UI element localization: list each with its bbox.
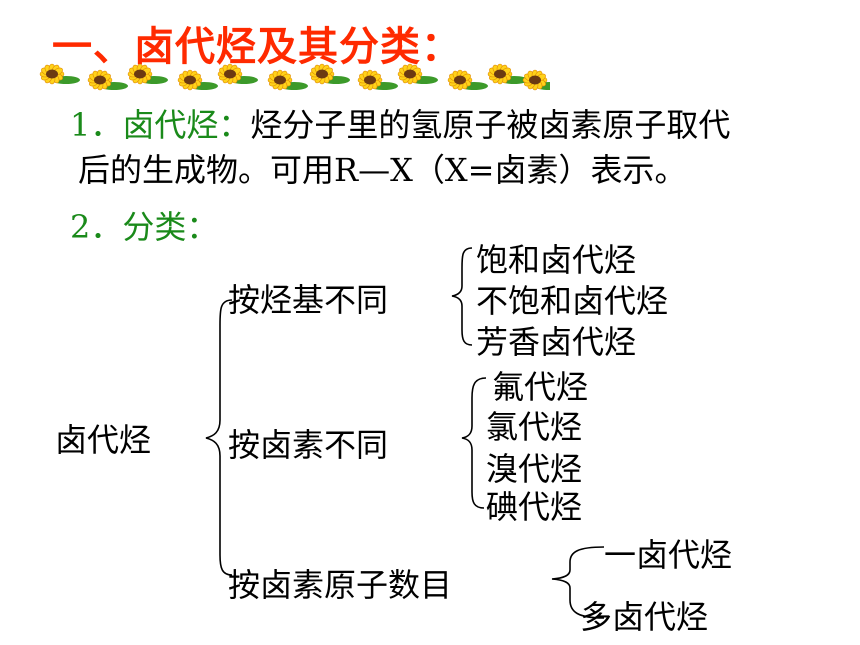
brace-halogen <box>461 377 487 509</box>
item-chloro: 氯代烃 <box>486 408 583 446</box>
definition-line-1: 1．卤代烃：烃分子里的氢原子被卤素原子取代 <box>70 100 730 146</box>
definition-text-1: 烃分子里的氢原子被卤素原子取代 <box>250 106 731 144</box>
group-label-count: 按卤素原子数目 <box>228 566 453 604</box>
item-poly: 多卤代烃 <box>580 598 709 636</box>
tree-root: 卤代烃 <box>55 421 152 459</box>
group-label-halogen: 按卤素不同 <box>228 426 389 464</box>
definition-heading: 1．卤代烃： <box>70 106 251 144</box>
brace-hydrocarbon <box>451 247 473 346</box>
item-unsaturated: 不饱和卤代烃 <box>476 282 669 320</box>
item-bromo: 溴代烃 <box>486 450 583 488</box>
root-brace <box>205 299 233 576</box>
page-title: 一、卤代烃及其分类： <box>52 24 462 70</box>
item-fluoro: 氟代烃 <box>492 368 589 406</box>
definition-line-2: 后的生成物。可用R—X（X=卤素）表示。 <box>78 151 687 189</box>
item-aromatic: 芳香卤代烃 <box>476 323 637 361</box>
item-saturated: 饱和卤代烃 <box>476 241 637 279</box>
item-iodo: 碘代烃 <box>486 488 583 526</box>
brace-count <box>551 546 605 619</box>
classification-heading: 2．分类： <box>70 208 219 246</box>
group-label-hydrocarbon: 按烃基不同 <box>228 281 389 319</box>
sunflower-border-icon <box>39 63 550 91</box>
item-mono: 一卤代烃 <box>604 536 733 574</box>
